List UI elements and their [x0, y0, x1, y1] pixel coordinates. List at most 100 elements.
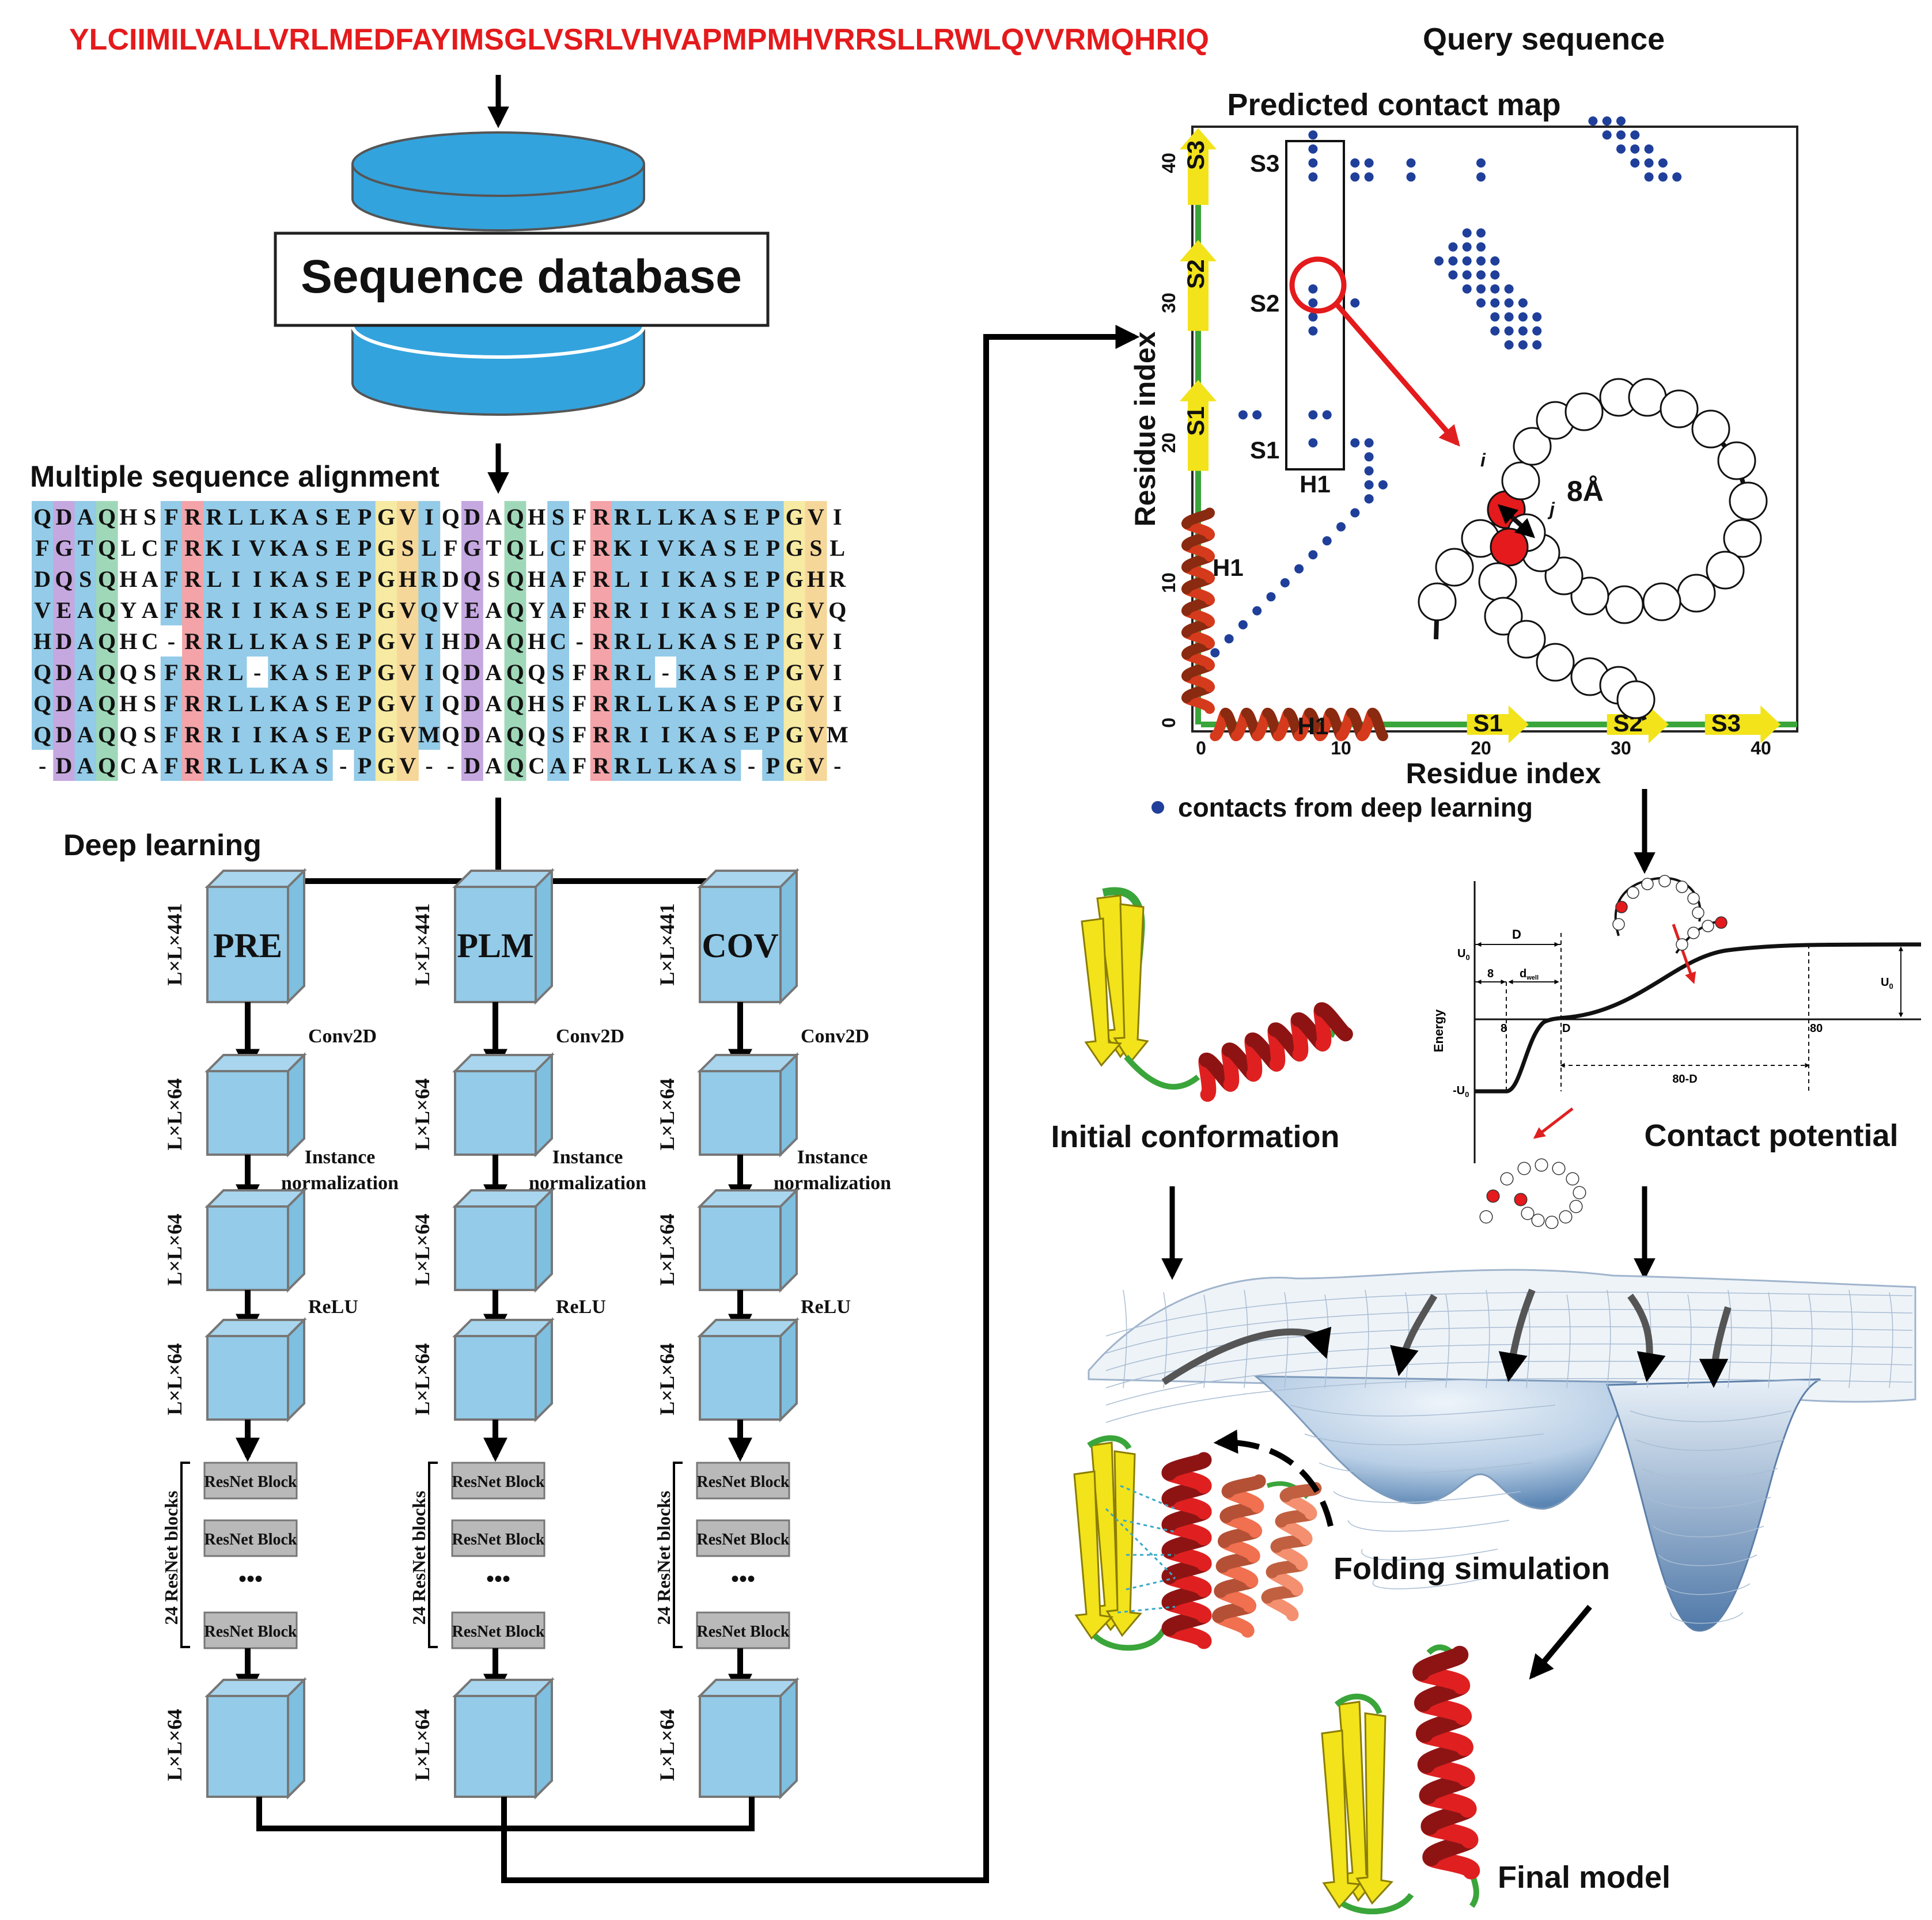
contact-point	[1364, 158, 1374, 168]
msa-cell: I	[425, 690, 434, 716]
resnet-block: ResNet Block	[451, 1611, 545, 1649]
contact-point	[1532, 326, 1542, 336]
msa-cell: S	[552, 504, 565, 530]
deep-learning-title: Deep learning	[63, 829, 262, 862]
contact-point	[1616, 116, 1626, 126]
msa-cell: R	[206, 504, 223, 530]
y-strand	[1180, 380, 1217, 471]
msa-cell: I	[425, 504, 434, 530]
msa-cell: A	[486, 722, 502, 747]
resnet-ellipsis: •••	[731, 1566, 755, 1592]
msa-title: Multiple sequence alignment	[30, 460, 440, 494]
contact-point	[1350, 298, 1360, 308]
contact-point	[1210, 648, 1220, 658]
y-strand	[1180, 128, 1217, 205]
msa-cell: R	[206, 628, 223, 654]
msa-cell: E	[336, 722, 351, 747]
msa-cell: G	[377, 504, 395, 530]
msa-cell: R	[421, 566, 438, 592]
msa-cell: E	[744, 659, 759, 685]
h1-box	[1285, 140, 1345, 470]
msa-cell: S	[552, 722, 565, 747]
msa-cell: K	[678, 753, 696, 779]
msa-cell: F	[164, 504, 178, 530]
u0-label: U0	[1457, 947, 1470, 962]
msa-cell: G	[377, 753, 395, 779]
contact-point	[1224, 634, 1234, 644]
msa-cell: A	[292, 628, 309, 654]
final-label: Final model	[1498, 1860, 1670, 1895]
msa-cell: D	[56, 659, 73, 685]
msa-cell: C	[120, 753, 137, 779]
msa-cell: E	[464, 597, 480, 623]
msa-cell: K	[678, 628, 696, 654]
contact-point	[1462, 270, 1472, 280]
residue-bead	[1513, 427, 1552, 466]
input-cube: PRE	[204, 868, 307, 1005]
msa-cell: A	[700, 597, 717, 623]
y-tick: 0	[1158, 718, 1179, 728]
msa-cell: G	[786, 535, 804, 561]
msa-cell: L	[829, 535, 845, 561]
msa-cell: K	[613, 535, 631, 561]
x-tick: 30	[1611, 738, 1631, 758]
resnet-block: ResNet Block	[696, 1519, 790, 1557]
msa-cell: P	[358, 535, 372, 561]
msa-cell: S	[315, 628, 328, 654]
contact-point	[1350, 438, 1360, 447]
y-tick: 20	[1158, 432, 1179, 453]
x-tick: 0	[1196, 738, 1206, 758]
msa-cell: D	[34, 566, 51, 592]
conv2d-label: Conv2D	[308, 1026, 377, 1047]
resnet-group-label: 24 ResNet blocks	[408, 1491, 429, 1625]
msa-cell: L	[422, 535, 437, 561]
contact-point	[1518, 312, 1528, 322]
resnet-ellipsis: •••	[486, 1566, 510, 1592]
msa-cell: F	[164, 753, 178, 779]
msa-cell: R	[184, 753, 202, 779]
resnet-block: ResNet Block	[696, 1611, 790, 1649]
msa-cell: Q	[33, 722, 51, 747]
msa-cell: D	[56, 753, 73, 779]
msa-cell: G	[463, 535, 481, 561]
resnet-block-label: ResNet Block	[204, 1473, 297, 1491]
msa-cell: A	[292, 690, 309, 716]
msa-cell: Q	[442, 659, 460, 685]
msa-cell: A	[700, 535, 717, 561]
msa-cell: T	[486, 535, 502, 561]
msa-cell: D	[56, 690, 73, 716]
residue-bead	[1507, 620, 1546, 659]
feature-cube	[697, 1052, 800, 1158]
y-strand	[1180, 240, 1217, 331]
contact-point	[1308, 410, 1318, 420]
msa-cell: Q	[98, 597, 116, 623]
contact-point	[1462, 242, 1472, 252]
msa-cell: A	[292, 597, 309, 623]
residue-bead	[1564, 392, 1604, 431]
msa-cell: A	[700, 722, 717, 747]
contact-point	[1658, 172, 1668, 182]
msa-cell: R	[184, 535, 202, 561]
msa-cell: A	[486, 690, 502, 716]
contact-point	[1476, 172, 1486, 182]
msa-cell: K	[678, 659, 696, 685]
msa-cell: D	[464, 628, 480, 654]
msa-cell: H	[119, 566, 137, 592]
msa-cell: Q	[506, 535, 524, 561]
msa-cell: L	[637, 659, 652, 685]
h1-box-label: H1	[1300, 470, 1331, 498]
msa-cell: L	[228, 690, 244, 716]
msa-cell: D	[464, 659, 480, 685]
msa-cell: A	[292, 566, 309, 592]
msa-cell: S	[315, 504, 328, 530]
feature-cube	[452, 1317, 555, 1422]
msa-cell: P	[358, 659, 372, 685]
feature-cube	[204, 1052, 307, 1158]
dim-input-label: L×L×441	[411, 903, 434, 985]
msa-cell: G	[377, 659, 395, 685]
msa-cell: G	[377, 597, 395, 623]
y-tick: 40	[1158, 153, 1179, 173]
msa-cell: F	[164, 535, 178, 561]
msa-cell: R	[614, 504, 631, 530]
